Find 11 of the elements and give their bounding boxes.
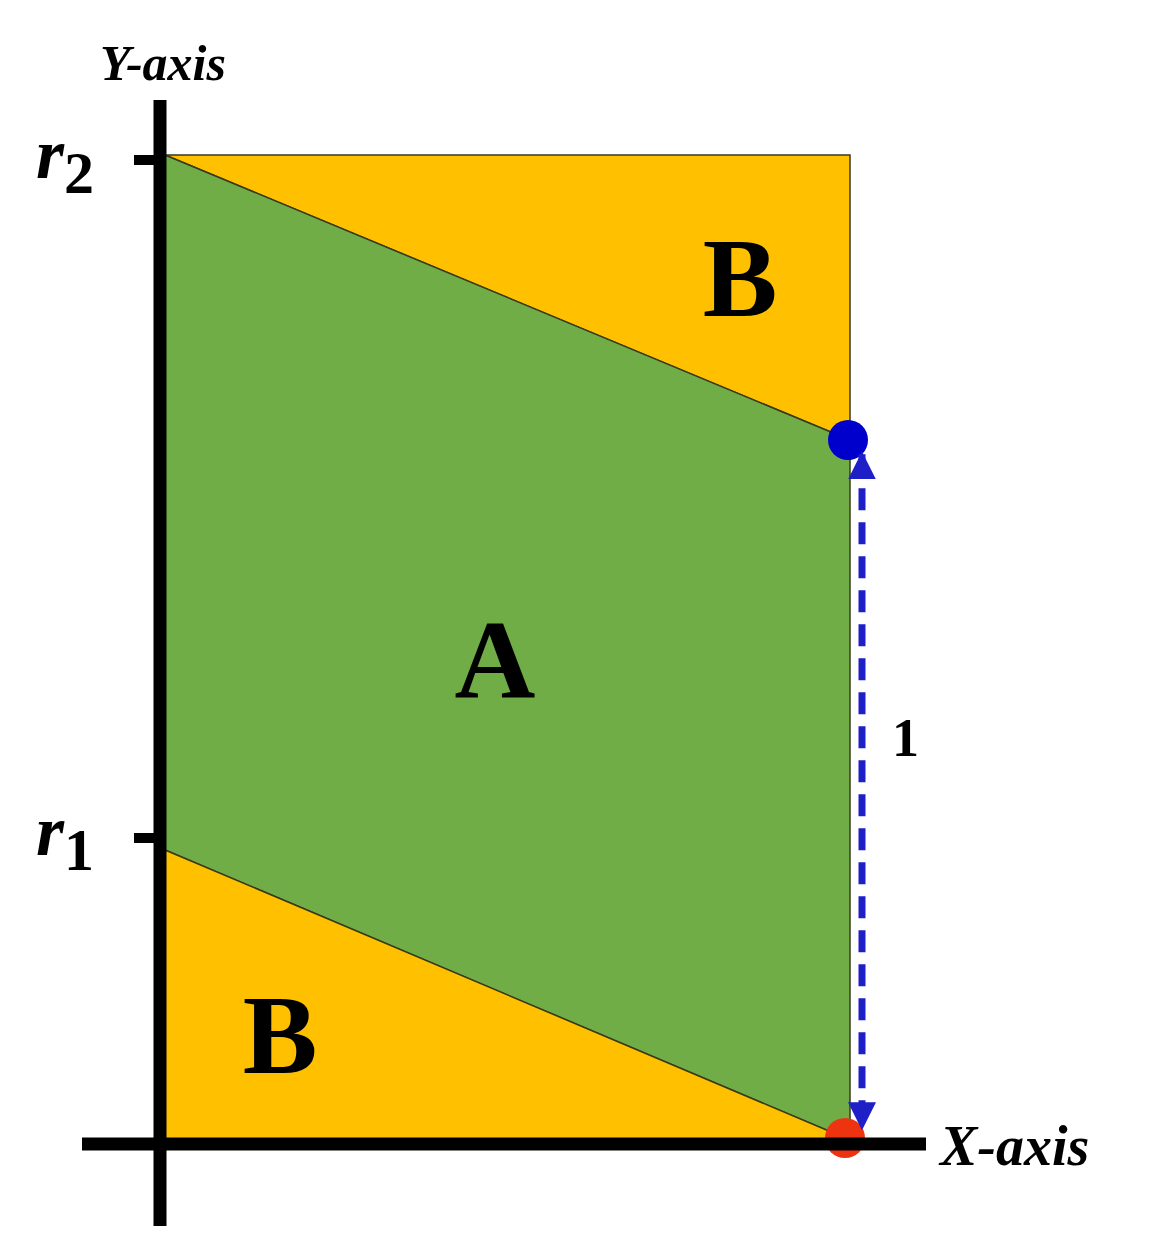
tick-label: r$_{1}$ [36,795,95,881]
point-marker [828,420,868,460]
arrow [848,451,876,1131]
axis-label: Y-axis [100,38,226,88]
region-label: B [702,222,778,334]
region-label: A [454,604,536,716]
point-marker [825,1118,865,1158]
region-label: B [242,979,318,1091]
edge-label: 1 [892,710,919,765]
tick-label: r$_{2}$ [36,118,95,204]
axis-label: X-axis [940,1118,1090,1174]
